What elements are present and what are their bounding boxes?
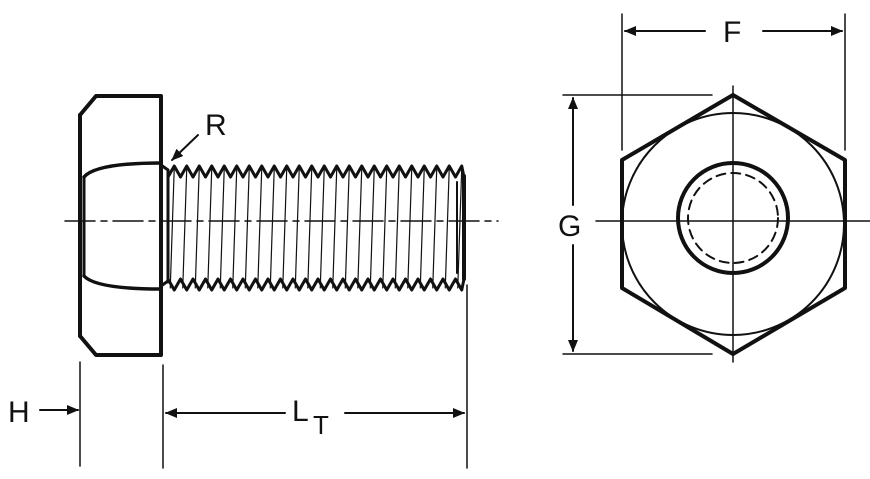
thread-line <box>182 167 188 289</box>
label-g: G <box>558 210 581 243</box>
thread-line <box>244 167 250 289</box>
thread-line <box>444 167 450 289</box>
thread-line <box>357 167 363 289</box>
hex-outline <box>620 93 847 356</box>
thread-line <box>307 167 313 289</box>
thread-line <box>282 167 288 289</box>
threaded-shank <box>166 164 466 292</box>
side-view <box>39 94 499 469</box>
thread-line <box>369 167 375 289</box>
thread-line <box>457 167 463 289</box>
thread-line <box>257 167 263 289</box>
chamfer-circle <box>621 112 845 336</box>
thread-line <box>344 167 350 289</box>
thread-line <box>219 167 225 289</box>
label-r: R <box>205 109 227 142</box>
r-leader <box>171 134 199 161</box>
thread-major-circle <box>676 161 790 275</box>
thread-line <box>394 167 400 289</box>
thread-line <box>207 167 213 289</box>
thread-line <box>419 167 425 289</box>
label-f: F <box>723 16 741 49</box>
end-view <box>562 13 870 363</box>
label-t-subscript: T <box>313 410 329 440</box>
thread-line <box>382 167 388 289</box>
thread-minor-circle <box>687 172 779 264</box>
thread-line <box>407 167 413 289</box>
thread-line <box>319 167 325 289</box>
thread-line <box>432 167 438 289</box>
thread-line <box>232 167 238 289</box>
label-l: L <box>292 395 309 428</box>
thread-line <box>269 167 275 289</box>
thread-line <box>332 167 338 289</box>
thread-line <box>194 167 200 289</box>
label-h: H <box>8 396 30 429</box>
bolt-head <box>78 94 163 357</box>
thread-line <box>294 167 300 289</box>
thread-line <box>169 167 175 289</box>
